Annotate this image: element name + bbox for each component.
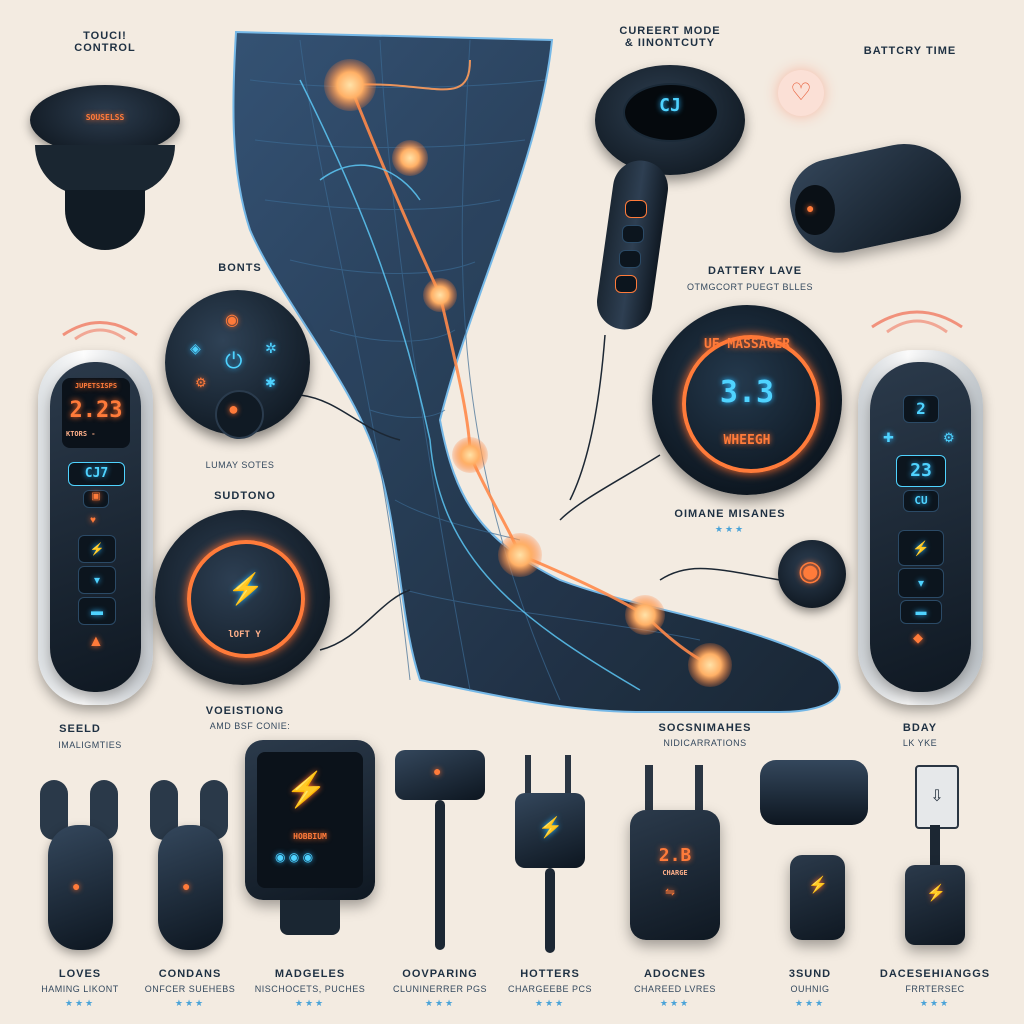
warning-icon: ▲ [88,633,104,650]
current-mode-screen: CJ [659,95,681,116]
scognimahes-sub: NIDICARRATIONS [663,738,747,748]
vceistiong-label: VOEISTIONG [205,705,285,717]
product-8-device: ⇩ ⚡ [900,765,970,955]
product-6-device: 2.B CHARGE ⇋ [630,765,720,945]
bonts-label: BONTS [218,262,262,274]
current-mode-label: CUREERT MODE& IINONTCUTY [619,25,721,49]
product-6-sub: CHAREED LVRES [634,984,716,994]
product-1-device: ● [30,770,130,950]
right-remote-button-2[interactable]: ▾ [898,568,944,598]
touch-control-screen: SOUSELSS [85,113,125,122]
charger-value: 2.B [658,845,692,866]
product-8-name: DACESEHIANGGS [879,968,991,980]
product-7-device: ⚡ [760,760,870,950]
scognimahes-label: SOCSNIMAHES [658,722,752,734]
right-remote-button-1[interactable]: ⚡ [898,530,944,566]
ring-value: 3.3 [719,375,775,410]
product-5-sub: CHARGEEBE PCS [507,984,593,994]
small-round-button[interactable]: ◉ [778,540,846,608]
vceistiong-sub: AMD BSF CONIE: [209,721,291,731]
power-icon: ⏻ [225,348,243,373]
omane-misanes-label: OIMANE MISANES [674,508,786,520]
right-remote-btn[interactable]: CU [903,490,939,512]
product-8-sub: FRRTERSEC [905,984,965,994]
mode-button-3[interactable] [619,250,641,268]
mode-button-2[interactable] [622,225,644,243]
sudtono-dial: ⚡ lOFT Y [155,510,335,690]
mode-button-4[interactable] [615,275,637,293]
left-remote-value: 2.23 [69,398,123,423]
touch-control-label: TOUCI!CONTROL [74,30,136,54]
product-7-name: 3SUND [788,968,832,980]
right-remote-button-3[interactable]: ▬ [900,600,942,624]
product-3-device: ⚡ HOBBIUM ◉ ◉ ◉ [245,740,375,940]
lumay-sotes-label: LUMAY SOTES [205,460,275,470]
left-remote-button-3[interactable]: ▾ [78,566,116,594]
battery-massager-device: ● [781,130,975,262]
product-5-device: ⚡ [510,755,590,955]
product-4-name: OOVPARING [402,968,478,980]
product-1-sub: HAMING LIKONT [41,984,119,994]
bday-label: BDAY [902,722,938,734]
vibration-waves-left [62,321,138,341]
product-6-name: ADOCNES [643,968,706,980]
battery-time-label: BATTCRY TIME [863,45,957,57]
right-remote-top-display[interactable]: 2 [903,395,939,423]
sudtono-label: SUDTONO [214,490,276,502]
lightning-icon: ⚡ [227,573,265,606]
vibration-waves-right [871,310,963,334]
left-remote-button-2[interactable]: ⚡ [78,535,116,563]
plug-icon: ⚡ [538,817,563,839]
product-2-name: CONDANS [158,968,222,980]
left-remote-button-4[interactable]: ▬ [78,597,116,625]
product-3-sub: NISCHOCETS, PUCHES [254,984,366,994]
bonts-control-dial: ◉ ◈ ✲ ⏻ ⚙ ✱ ● [165,290,315,450]
product-3-name: MADGELES [274,968,346,980]
heart-icon: ♡ [778,70,824,116]
current-mode-remote: CJ [575,65,745,355]
seeld-sub: IMALIGMTIES [58,740,122,750]
mode-button-1[interactable] [625,200,647,218]
product-7-sub: OUHNIG [790,984,830,994]
product-4-sub: CLUNINERRER PGS [392,984,487,994]
battery-lave-sub: OTMGCORT PUEGT BLLES [686,282,814,292]
product-2-sub: ONFCER SUEHEBS [144,984,236,994]
product-1-name: LOVES [58,968,102,980]
battery-lave-label: DATTERY LAVE [707,265,803,277]
right-remote: 2 ✚ ⚙ 23 CU ⚡ ▾ ▬ ◆ [858,350,983,705]
touch-control-device: SOUSELSS [30,85,180,255]
product-5-name: HOTTERS [520,968,580,980]
product-2-device: ● [140,770,240,950]
left-remote-display-button[interactable]: CJ7 [68,462,125,486]
left-remote-button-1[interactable]: ▣ [83,490,109,508]
seeld-label: SEELD [59,723,101,735]
product-4-device: ● [395,745,485,955]
massager-ring-display: UF MASSAGER 3.3 WHEEGH [652,305,847,500]
usb-icon: ⇩ [915,765,959,829]
right-remote-mid-display[interactable]: 23 [896,455,946,487]
bday-sub: LK YKE [902,738,938,748]
left-remote: JUPETSISPS 2.23 KTORS - CJ7 ▣ ♥ ⚡ ▾ ▬ ▲ [38,350,153,705]
